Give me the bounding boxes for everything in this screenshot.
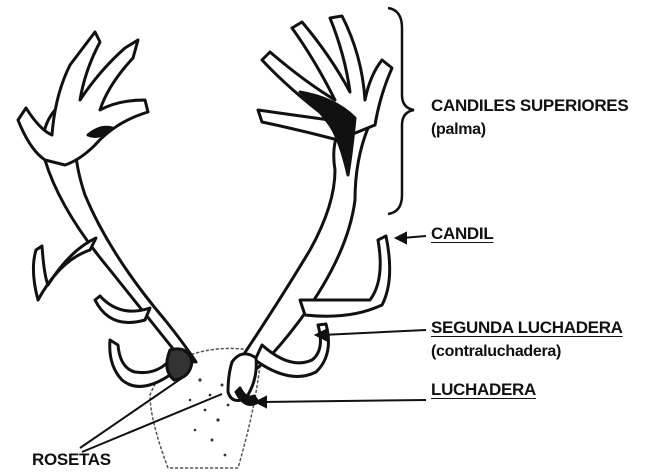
left-candil <box>33 238 96 300</box>
segunda-luchadera-pointer-line <box>322 330 426 335</box>
left-palm <box>18 32 148 165</box>
label-rosetas: ROSETAS <box>32 450 111 470</box>
label-luchadera: LUCHADERA <box>431 380 536 400</box>
label-candil: CANDIL <box>431 224 493 244</box>
right-palm <box>258 16 392 140</box>
segunda-luchadera-arrowhead <box>316 330 326 340</box>
label-candiles-superiores: CANDILES SUPERIORES <box>431 96 628 116</box>
bracket-candiles-superiores <box>388 8 414 214</box>
label-segunda-luchadera: SEGUNDA LUCHADERA <box>431 318 623 338</box>
luchadera-pointer-line <box>262 400 426 402</box>
left-luchadera <box>110 340 170 386</box>
candil-arrowhead <box>396 233 406 243</box>
label-segunda-luchadera-sub: (contraluchadera) <box>431 342 561 362</box>
label-candiles-superiores-sub: (palma) <box>431 120 486 140</box>
luchadera-arrowhead <box>256 397 266 407</box>
